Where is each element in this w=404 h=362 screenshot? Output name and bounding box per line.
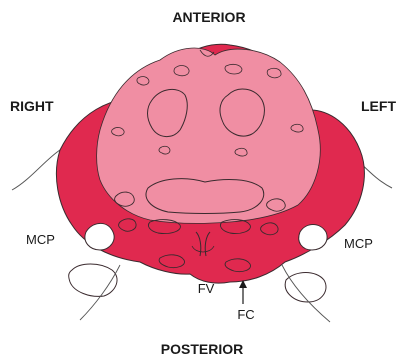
middle-cerebellar-peduncle-right — [85, 223, 114, 250]
label-posterior: POSTERIOR — [161, 341, 243, 357]
basilar-pons-region — [97, 48, 321, 223]
label-fourth-ventricle: FV — [198, 281, 215, 296]
middle-cerebellar-peduncle-left — [299, 225, 327, 251]
label-right: RIGHT — [10, 98, 54, 114]
cerebellum-outline-left — [12, 150, 60, 190]
label-left: LEFT — [361, 98, 396, 114]
cerebellum-fragment-right — [69, 264, 117, 296]
label-anterior: ANTERIOR — [172, 9, 245, 25]
label-facial-colliculus: FC — [237, 307, 254, 322]
cerebellum-fragment-left — [285, 273, 326, 303]
label-mcp-left-side: MCP — [344, 236, 373, 251]
label-mcp-right-side: MCP — [26, 232, 55, 247]
